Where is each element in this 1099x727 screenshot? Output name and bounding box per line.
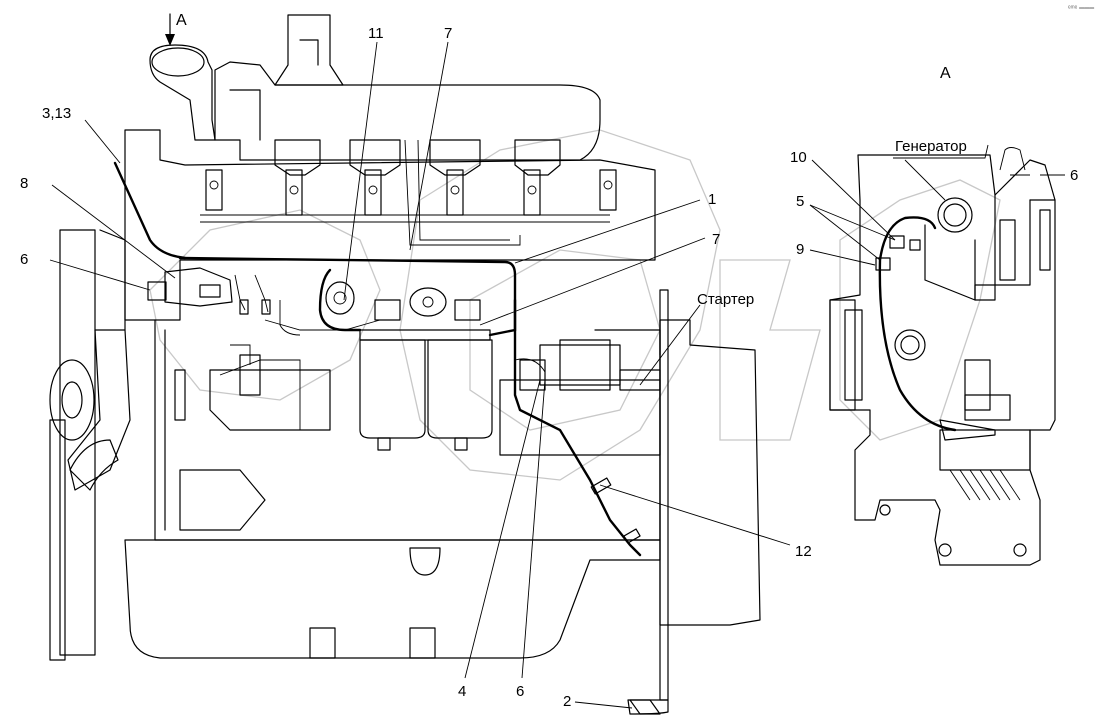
intake-manifold [214,61,601,161]
starter-motor [499,339,661,456]
oil-pan [124,539,661,659]
terminal-5b [909,239,921,251]
generator-wire [878,216,957,432]
wire-harness-top [178,256,517,337]
wire-to-filter-11 [318,268,362,332]
cylinder-head [124,129,656,321]
label-5: 5 [796,193,804,210]
crank-pulley [894,329,926,361]
view-a-arrow [165,13,175,46]
label-8: 8 [20,175,28,192]
label-3-13: 3,13 [42,105,71,122]
corner-mark: ᵉᵐᵉ ═══ [1068,5,1094,12]
view-a-front [829,147,1056,566]
terminal-9 [875,257,891,271]
terminal-5 [889,235,905,249]
watermark [149,129,1001,481]
engine-front-outline [829,154,1056,566]
generator-pulley [937,197,973,233]
label-generator: Генератор [895,138,967,155]
leader-lines [49,41,1065,709]
injectors [205,139,617,216]
label-7-top: 7 [444,25,452,42]
wire-to-starter [513,298,642,557]
wire-harness-left [113,161,187,260]
label-7-mid: 7 [712,231,720,248]
intake-elbow [149,44,216,141]
label-6-right: 6 [1070,167,1078,184]
label-2: 2 [563,693,571,710]
label-10: 10 [790,149,807,166]
flywheel-housing [659,319,761,626]
ground-strap-12 [590,477,612,495]
label-starter: Стартер [697,291,754,308]
label-6-left: 6 [20,251,28,268]
top-filler [274,14,344,86]
view-arrow-label: A [176,12,187,29]
bracket-2 [629,699,661,715]
engine-side-view [49,14,761,715]
label-4: 4 [458,683,466,700]
sensor-8 [164,267,233,307]
label-1: 1 [708,191,716,208]
front-pulley-belt [59,229,96,656]
fuel-pump [209,369,331,431]
label-9: 9 [796,241,804,258]
label-12: 12 [795,543,812,560]
filter-11 [325,281,355,315]
fuel-filters [359,287,493,451]
view-a-title: A [940,65,951,82]
label-11: 11 [368,25,384,42]
label-6-bottom: 6 [516,683,524,700]
